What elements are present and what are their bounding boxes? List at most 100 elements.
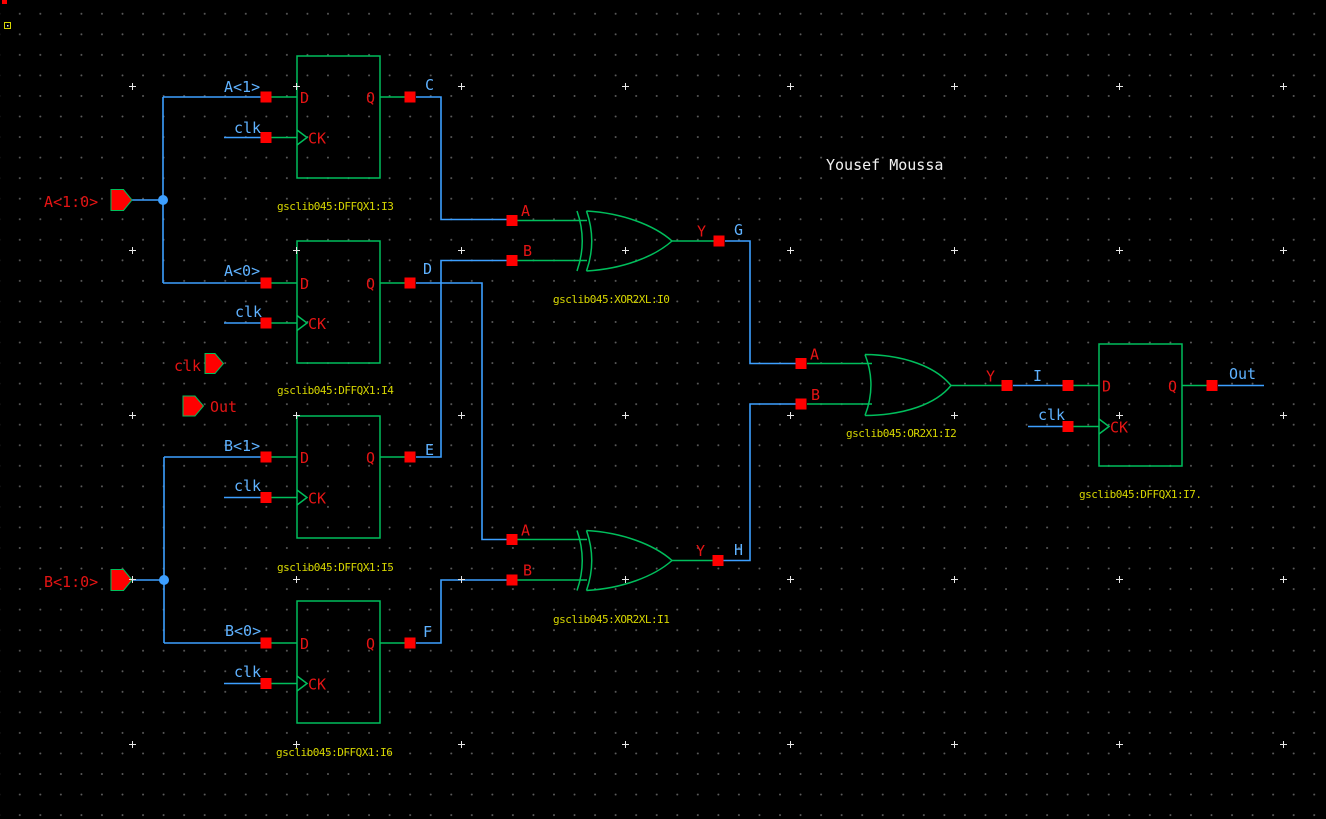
wire-net-d[interactable] — [416, 282, 507, 541]
net-label-clk-i4[interactable]: clk — [235, 303, 262, 321]
dff-instance-i4[interactable]: D CK Q gsclib045:DFFQX1:I4 — [260, 240, 416, 397]
pin-leads — [517, 219, 719, 262]
pin-label-q: Q — [366, 89, 375, 107]
pin-leads — [266, 282, 412, 324]
pin-square-b[interactable] — [506, 574, 518, 586]
pin-square-ck[interactable] — [260, 317, 272, 329]
pin-label-d: D — [300, 275, 309, 293]
xor-instance-i1[interactable]: A B Y gsclib045:XOR2XL:I1 — [506, 522, 724, 627]
wire-net-e[interactable] — [416, 259, 507, 458]
instance-label-i3[interactable]: gsclib045:DFFQX1:I3 — [277, 200, 394, 213]
pin-square-q[interactable] — [404, 277, 416, 289]
wire-net-c[interactable] — [416, 96, 507, 221]
or-instance-i2[interactable]: A B Y gsclib045:OR2X1:I2 — [795, 346, 1013, 441]
pin-square-d[interactable] — [260, 91, 272, 103]
net-label-clk-i5[interactable]: clk — [234, 477, 261, 495]
pin-label-d: D — [300, 635, 309, 653]
pin-square-q[interactable] — [404, 637, 416, 649]
net-label-a0[interactable]: A<0> — [224, 262, 260, 280]
pin-square-q[interactable] — [1206, 380, 1218, 391]
net-label-clk-i3[interactable]: clk — [234, 119, 261, 137]
instance-label-i4[interactable]: gsclib045:DFFQX1:I4 — [277, 384, 395, 397]
instance-label-x0[interactable]: gsclib045:XOR2XL:I0 — [553, 293, 670, 306]
net-label-out[interactable]: Out — [1229, 365, 1256, 383]
net-label-d[interactable]: D — [423, 260, 432, 278]
pin-square-d[interactable] — [1062, 380, 1074, 391]
instance-label-i6[interactable]: gsclib045:DFFQX1:I6 — [276, 746, 393, 759]
net-label-clk-i7[interactable]: clk — [1038, 406, 1065, 424]
dff-instance-i6[interactable]: D CK Q gsclib045:DFFQX1:I6 — [260, 600, 416, 759]
pin-leads — [266, 96, 412, 139]
instance-label-x1[interactable]: gsclib045:XOR2XL:I1 — [553, 613, 670, 626]
dff-body — [296, 600, 381, 724]
pin-square-q[interactable] — [404, 91, 416, 103]
xor-instance-i0[interactable]: A B Y gsclib045:XOR2XL:I0 — [506, 202, 725, 306]
pin-label-d: D — [1102, 378, 1111, 396]
pin-label-d: D — [300, 449, 309, 467]
pin-square-a[interactable] — [506, 215, 518, 226]
dff-body — [296, 55, 381, 179]
pin-label-a: A — [521, 202, 530, 220]
pin-square-d[interactable] — [260, 451, 272, 463]
canvas-markers — [2, 0, 11, 29]
wire-net-f[interactable] — [416, 579, 507, 644]
junction-dot-a[interactable] — [158, 195, 168, 205]
port-out-label[interactable]: Out — [210, 398, 237, 416]
xor-gate-shape — [576, 529, 673, 592]
port-clk-label[interactable]: clk — [174, 357, 201, 375]
net-label-c[interactable]: C — [425, 76, 434, 94]
pin-square-a[interactable] — [795, 358, 807, 369]
pin-square-d[interactable] — [260, 637, 272, 649]
pin-square-b[interactable] — [795, 398, 807, 410]
pin-square-b[interactable] — [506, 255, 518, 266]
author-note[interactable]: Yousef Moussa — [826, 156, 943, 174]
pin-square-ck[interactable] — [1062, 421, 1074, 432]
port-a-bus-pin[interactable] — [110, 189, 133, 211]
pin-label-q: Q — [366, 449, 375, 467]
pin-square-y[interactable] — [1001, 380, 1013, 391]
wire-net-clk-stubs[interactable] — [224, 136, 1063, 685]
instance-label-i5[interactable]: gsclib045:DFFQX1:I5 — [277, 561, 394, 574]
net-label-b1[interactable]: B<1> — [224, 437, 260, 455]
pin-square-a[interactable] — [506, 534, 518, 545]
pin-square-ck[interactable] — [260, 132, 272, 143]
net-label-clk-i6[interactable]: clk — [234, 663, 261, 681]
pin-leads — [517, 538, 718, 581]
port-out-pin[interactable] — [182, 395, 205, 417]
pin-leads — [266, 456, 412, 499]
pin-leads — [1068, 384, 1214, 428]
instance-label-or2[interactable]: gsclib045:OR2X1:I2 — [846, 427, 957, 440]
net-label-g[interactable]: G — [734, 221, 743, 239]
pin-label-d: D — [300, 89, 309, 107]
pin-square-ck[interactable] — [260, 678, 272, 689]
net-label-b0[interactable]: B<0> — [225, 622, 261, 640]
pin-square-q[interactable] — [404, 451, 416, 463]
port-b-bus-label[interactable]: B<1:0> — [44, 573, 98, 591]
net-label-f[interactable]: F — [423, 623, 432, 641]
net-label-e[interactable]: E — [425, 441, 434, 459]
net-label-h[interactable]: H — [734, 541, 743, 559]
dff-instance-i3[interactable]: D CK Q gsclib045:DFFQX1:I3 — [260, 55, 416, 213]
pin-label-a: A — [521, 522, 530, 540]
pin-square-d[interactable] — [260, 277, 272, 289]
pin-label-ck: CK — [308, 315, 326, 333]
marker-red — [2, 0, 7, 4]
ports: A<1:0> B<1:0> clk Out — [44, 189, 237, 591]
port-clk-pin[interactable] — [204, 353, 225, 374]
dff-instance-i7[interactable]: D CK Q gsclib045:DFFQX1:I7. — [1062, 343, 1218, 501]
wire-net-a-bus[interactable] — [132, 96, 261, 284]
port-a-bus-label[interactable]: A<1:0> — [44, 193, 98, 211]
dff-instance-i5[interactable]: D CK Q gsclib045:DFFQX1:I5 — [260, 415, 416, 574]
pin-square-ck[interactable] — [260, 492, 272, 503]
wire-net-b-bus[interactable] — [132, 456, 261, 644]
instance-label-i7[interactable]: gsclib045:DFFQX1:I7. — [1079, 488, 1202, 501]
wire-net-h[interactable] — [723, 403, 796, 562]
net-label-a1[interactable]: A<1> — [224, 78, 260, 96]
pin-square-y[interactable] — [713, 235, 725, 247]
wire-net-g[interactable] — [725, 240, 796, 365]
net-label-i[interactable]: I — [1033, 367, 1042, 385]
junction-dot-b[interactable] — [159, 575, 169, 585]
pin-square-y[interactable] — [712, 555, 724, 566]
port-b-bus-pin[interactable] — [110, 569, 133, 591]
